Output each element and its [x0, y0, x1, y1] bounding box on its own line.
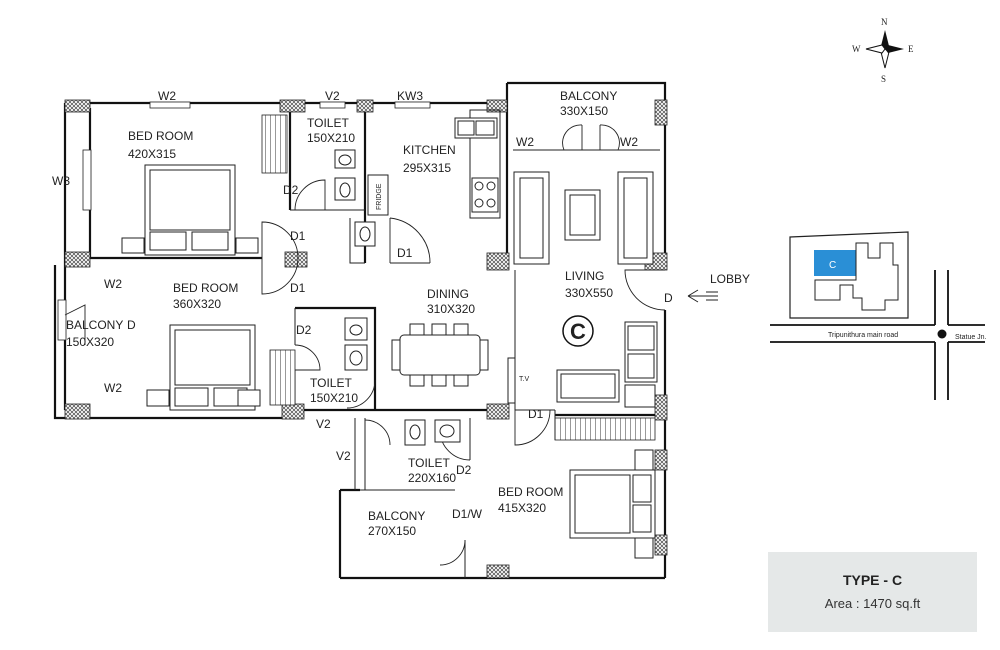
- tv-unit: [507, 357, 516, 404]
- walls: [53, 81, 667, 580]
- unit-marker-label: C: [570, 319, 586, 344]
- key-plan-road-main: Tripunithura main road: [828, 332, 898, 339]
- dining-table-icon: [391, 323, 489, 387]
- door-label: D1: [290, 229, 306, 243]
- unit-area: Area : 1470 sq.ft: [824, 596, 921, 611]
- window-label: W2: [104, 277, 122, 291]
- tv-label: T.V: [519, 376, 529, 383]
- toilet1-size: 150X210: [307, 131, 355, 145]
- compass-w: W: [852, 44, 861, 54]
- sofa-icon: [513, 171, 658, 408]
- key-plan-junction: Statue Jn.: [955, 334, 987, 341]
- door-label: D1: [290, 281, 306, 295]
- window-hatches: [57, 99, 668, 579]
- bed2-name: BED ROOM: [173, 281, 238, 295]
- lobby-label: LOBBY: [710, 272, 750, 286]
- toilet2-name: TOILET: [310, 376, 352, 390]
- door-label: D2: [296, 323, 312, 337]
- window-label: W2: [158, 89, 176, 103]
- bed-icon: [146, 324, 261, 411]
- toilet2-size: 150X210: [310, 391, 358, 405]
- door-label: D: [127, 318, 136, 332]
- door-label: D2: [456, 463, 472, 477]
- dining-name: DINING: [427, 287, 469, 301]
- window-label: W2: [620, 135, 638, 149]
- bed-icon: [569, 449, 656, 559]
- key-plan-unit-highlight: [814, 250, 856, 276]
- door-label: D: [664, 291, 673, 305]
- vent-label: V2: [336, 449, 351, 463]
- window-label: W2: [104, 381, 122, 395]
- compass-e: E: [908, 44, 914, 54]
- kitchen-counter: FRIDGE: [367, 109, 501, 219]
- toilet-fixtures-icon: [334, 149, 461, 446]
- bed1-size: 420X315: [128, 147, 176, 161]
- living-size: 330X550: [565, 286, 613, 300]
- living-name: LIVING: [565, 269, 604, 283]
- fridge-label: FRIDGE: [376, 183, 383, 210]
- unit-type-title: TYPE - C: [842, 572, 903, 588]
- compass-s: S: [881, 74, 886, 84]
- balcony-top-name: BALCONY: [560, 89, 617, 103]
- lobby-arrow-icon: [687, 289, 718, 303]
- bed2-size: 360X320: [173, 297, 221, 311]
- vent-label: V2: [316, 417, 331, 431]
- balcony-bottom-size: 270X150: [368, 524, 416, 538]
- bed3-name: BED ROOM: [498, 485, 563, 499]
- opening-labels: W2 V2 KW3 W3 W2 W2 D2 D1 D1 D1 W2 W2 D D…: [52, 89, 673, 521]
- kitchen-window-label: KW3: [397, 89, 423, 103]
- door-label: D1/W: [452, 507, 483, 521]
- shaft-bottom: [554, 417, 656, 441]
- bed3-size: 415X320: [498, 501, 546, 515]
- balcony-left-size: 150X320: [66, 335, 114, 349]
- vent-label: V2: [325, 89, 340, 103]
- kitchen-name: KITCHEN: [403, 143, 456, 157]
- window-label: W2: [516, 135, 534, 149]
- room-labels: BED ROOM 420X315 TOILET 150X210 KITCHEN …: [66, 89, 617, 538]
- toilet3-size: 220X160: [408, 471, 456, 485]
- unit-type-box: TYPE - C Area : 1470 sq.ft: [768, 552, 977, 632]
- balcony-left-name: BALCONY: [66, 318, 123, 332]
- balcony-bottom-name: BALCONY: [368, 509, 425, 523]
- kitchen-size: 295X315: [403, 161, 451, 175]
- window-label: W3: [52, 174, 70, 188]
- unit-marker-circle: [562, 315, 594, 347]
- compass-n: N: [881, 17, 888, 27]
- balcony-top-size: 330X150: [560, 104, 608, 118]
- door-label: D1: [397, 246, 413, 260]
- door-label: D1: [528, 407, 544, 421]
- toilet1-name: TOILET: [307, 116, 349, 130]
- door-label: D2: [283, 183, 299, 197]
- key-plan: C Tripunithura main road Statue Jn.: [770, 231, 987, 400]
- key-plan-unit-label: C: [829, 260, 836, 271]
- shaft-top: [261, 114, 288, 174]
- bed1-name: BED ROOM: [128, 129, 193, 143]
- shaft-left: [269, 349, 296, 406]
- bed-icon: [121, 164, 259, 256]
- toilet3-name: TOILET: [408, 456, 450, 470]
- compass-rose-icon: N S E W: [852, 17, 914, 84]
- dining-size: 310X320: [427, 302, 475, 316]
